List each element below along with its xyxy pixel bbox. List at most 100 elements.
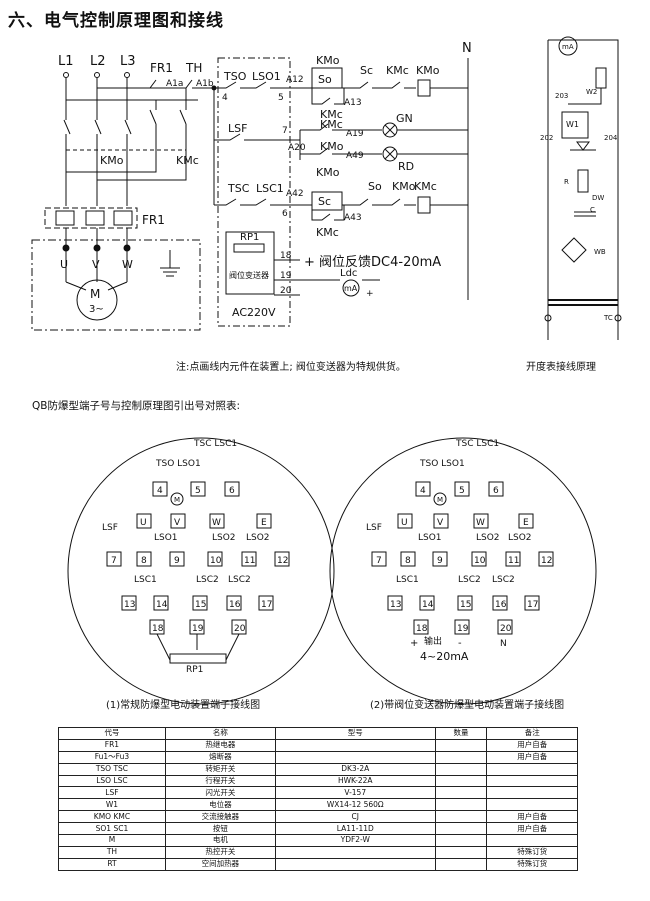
kmc-aux-label: KMc	[320, 108, 343, 121]
table-cell: LSO LSC	[58, 774, 166, 788]
sc-label: Sc	[360, 64, 373, 77]
table-cell: LSF	[58, 786, 166, 800]
power-circuit: L1 L2 L3 KMo KMc FR1 U V W M 3~	[31, 54, 201, 331]
left-lso2a-label: LSO2	[212, 533, 236, 543]
opening-meter-caption: 开度表接线原理	[526, 362, 596, 373]
left-terminal-15: 15	[195, 600, 206, 610]
left-terminal-8: 8	[141, 556, 147, 566]
gn-label: GN	[396, 112, 413, 125]
terminal-18-label: 18	[280, 251, 292, 261]
right-lsf-label: LSF	[366, 523, 382, 533]
a1b-label: A1b	[196, 79, 214, 89]
table-cell: TH	[58, 845, 166, 859]
left-lso1-label: LSO1	[154, 533, 178, 543]
table-cell	[434, 786, 488, 800]
table-cell: 热控开关	[164, 845, 276, 859]
th-label: TH	[185, 61, 202, 75]
node-4-label: 4	[222, 93, 228, 103]
right-lso2a-label: LSO2	[476, 533, 500, 543]
header-remark: 备注	[486, 727, 578, 740]
table-cell	[486, 834, 578, 847]
right-terminal-18: 18	[416, 624, 428, 634]
table-cell	[434, 822, 488, 836]
terminal-20-label: 20	[280, 286, 292, 296]
table-cell: 用户自备	[486, 750, 578, 764]
kmc-lamp-label: KMc	[320, 118, 343, 131]
table-cell	[274, 738, 436, 752]
left-terminal-w: W	[212, 518, 221, 528]
lso1-label: LSO1	[252, 70, 281, 83]
tc-label: TC	[603, 314, 613, 322]
table-cell	[486, 774, 578, 788]
meter-ma-label: mA	[562, 43, 574, 51]
kmo-interlock-label: KMo	[392, 180, 416, 193]
kmo-lamp-label: KMo	[320, 140, 344, 153]
table-cell: 用户自备	[486, 810, 578, 824]
right-terminal-20: 20	[500, 624, 512, 634]
table-cell: Fu1～Fu3	[58, 750, 166, 764]
r204-label: 204	[604, 134, 618, 142]
left-tsc-lsc1-label: TSC LSC1	[193, 439, 237, 449]
left-motor-label: M	[174, 496, 180, 504]
table-cell: YDF2-W	[274, 834, 436, 847]
right-terminal-8: 8	[405, 556, 411, 566]
right-lsc1-label: LSC1	[396, 575, 419, 585]
table-cell: 特殊订货	[486, 857, 578, 871]
right-terminal-6: 6	[493, 486, 499, 496]
left-terminal-5: 5	[195, 486, 201, 496]
table-cell: SO1 SC1	[58, 822, 166, 836]
left-terminal-11: 11	[244, 556, 255, 566]
left-terminal-10: 10	[210, 556, 222, 566]
a42-label: A42	[286, 189, 304, 199]
table-cell	[434, 857, 488, 871]
table-cell	[274, 857, 436, 871]
table-cell: 闪光开关	[164, 786, 276, 800]
a13-label: A13	[344, 98, 362, 108]
kmc-power-label: KMc	[176, 154, 199, 167]
table-cell	[434, 750, 488, 764]
w1-label: W1	[566, 120, 579, 129]
terminal-v-label: V	[92, 258, 100, 271]
table-cell: 空间加热器	[164, 857, 276, 871]
right-n-label: N	[500, 639, 507, 649]
left-lso2b-label: LSO2	[246, 533, 270, 543]
right-tsc-lsc1-label: TSC LSC1	[455, 439, 499, 449]
right-minus-label: -	[458, 638, 462, 649]
right-terminal-e: E	[523, 518, 529, 528]
left-terminal-18: 18	[152, 624, 164, 634]
right-terminal-19: 19	[457, 624, 469, 634]
motor-phase-label: 3~	[89, 304, 104, 315]
kmc-coil-label: KMc	[414, 180, 437, 193]
line-n-label: N	[462, 41, 472, 56]
kmc-aux2-label: KMc	[316, 226, 339, 239]
parts-table-header-row: 代号 名称 型号 数量 备注	[58, 727, 578, 740]
sc-start-label: Sc	[318, 195, 331, 208]
dw-label: DW	[592, 194, 604, 202]
table-cell	[486, 762, 578, 776]
table-cell: RT	[58, 857, 166, 871]
motor-label: M	[90, 287, 100, 301]
node-6-label: 6	[282, 209, 288, 219]
page-title: 六、电气控制原理图和接线	[8, 11, 224, 31]
header-model: 型号	[274, 727, 436, 740]
right-lso1-label: LSO1	[418, 533, 442, 543]
right-terminal-11: 11	[508, 556, 519, 566]
right-terminal-16: 16	[495, 600, 507, 610]
table-cell: 交流接触器	[164, 810, 276, 824]
table-cell: 电机	[164, 834, 276, 847]
terminal-u-label: U	[60, 258, 68, 271]
table-cell: 电位器	[164, 798, 276, 812]
tsc-label: TSC	[227, 182, 250, 195]
table-cell: 转矩开关	[164, 762, 276, 776]
right-terminal-u: U	[401, 518, 408, 528]
right-terminal-14: 14	[422, 600, 434, 610]
table-cell: 熔断器	[164, 750, 276, 764]
tso-label: TSO	[223, 70, 247, 83]
